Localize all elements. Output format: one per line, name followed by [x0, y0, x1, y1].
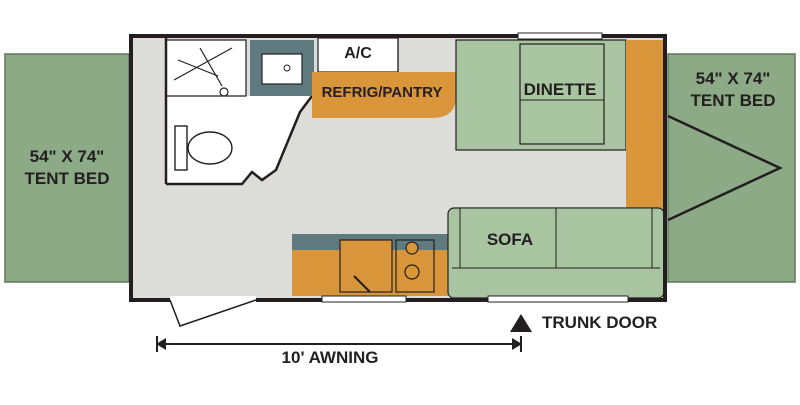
entry-door-gap	[170, 296, 256, 304]
bath-sink	[261, 53, 303, 85]
dinette-label: DINETTE	[523, 80, 597, 99]
toilet-tank	[174, 125, 188, 171]
ac-label: A/C	[344, 45, 372, 62]
tent-bed-right-label: 54" X 74" TENT BED	[690, 69, 776, 110]
sofa-cushion	[459, 207, 557, 269]
entry-door	[169, 299, 257, 327]
sofa-cushion	[555, 207, 653, 269]
toilet-bowl	[187, 131, 233, 165]
stove-burner	[405, 241, 419, 255]
shower	[165, 39, 247, 97]
window	[487, 295, 629, 303]
sofa-label: SOFA	[486, 230, 534, 249]
faucet	[353, 275, 371, 293]
awning-arrow-right	[512, 338, 522, 350]
kitchen-sink	[339, 239, 393, 293]
trunk-door-label: TRUNK DOOR	[542, 313, 658, 332]
shower-drain	[219, 87, 229, 97]
tent-bed-left	[4, 53, 130, 283]
stove	[395, 239, 435, 293]
window	[321, 295, 407, 303]
shower-line	[199, 47, 223, 87]
stove-burner	[404, 264, 420, 280]
awning-arrow-left	[156, 338, 166, 350]
bath-wall	[166, 95, 313, 186]
window	[517, 32, 603, 40]
refrig-pantry-label: REFRIG/PANTRY	[321, 84, 443, 101]
triangle-up-icon	[510, 314, 532, 332]
shower-line	[173, 47, 233, 81]
awning-label: 10' AWNING	[281, 348, 379, 367]
dinette-cushion	[519, 43, 605, 145]
tent-bed-right	[667, 53, 796, 283]
sink-drain	[283, 64, 291, 72]
refrig-pantry-counter	[312, 72, 456, 118]
tent-bed-left-label: 54" X 74" TENT BED	[24, 147, 110, 188]
shower-line	[177, 59, 219, 77]
hitch-tongue	[667, 114, 783, 222]
